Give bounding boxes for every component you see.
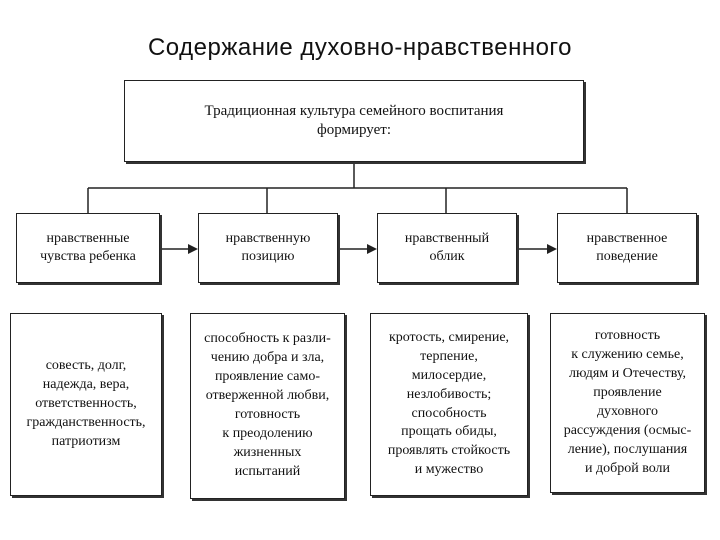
category-box-behavior: нравственное поведение	[557, 213, 697, 283]
arrowhead-3	[547, 244, 557, 254]
detail-box-appearance: кротость, смирение, терпение, милосердие…	[370, 313, 528, 496]
detail-box-behavior: готовность к служению семье, людям и Оте…	[550, 313, 705, 493]
detail-box-position: способность к разли- чению добра и зла, …	[190, 313, 345, 499]
slide-title: Содержание духовно-нравственного	[147, 34, 573, 61]
top-box: Традиционная культура семейного воспитан…	[124, 80, 584, 162]
category-box-feelings: нравственные чувства ребенка	[16, 213, 160, 283]
category-box-position: нравственную позицию	[198, 213, 338, 283]
category-box-appearance: нравственный облик	[377, 213, 517, 283]
detail-box-feelings: совесть, долг, надежда, вера, ответствен…	[10, 313, 162, 496]
arrowhead-2	[367, 244, 377, 254]
arrowhead-1	[188, 244, 198, 254]
